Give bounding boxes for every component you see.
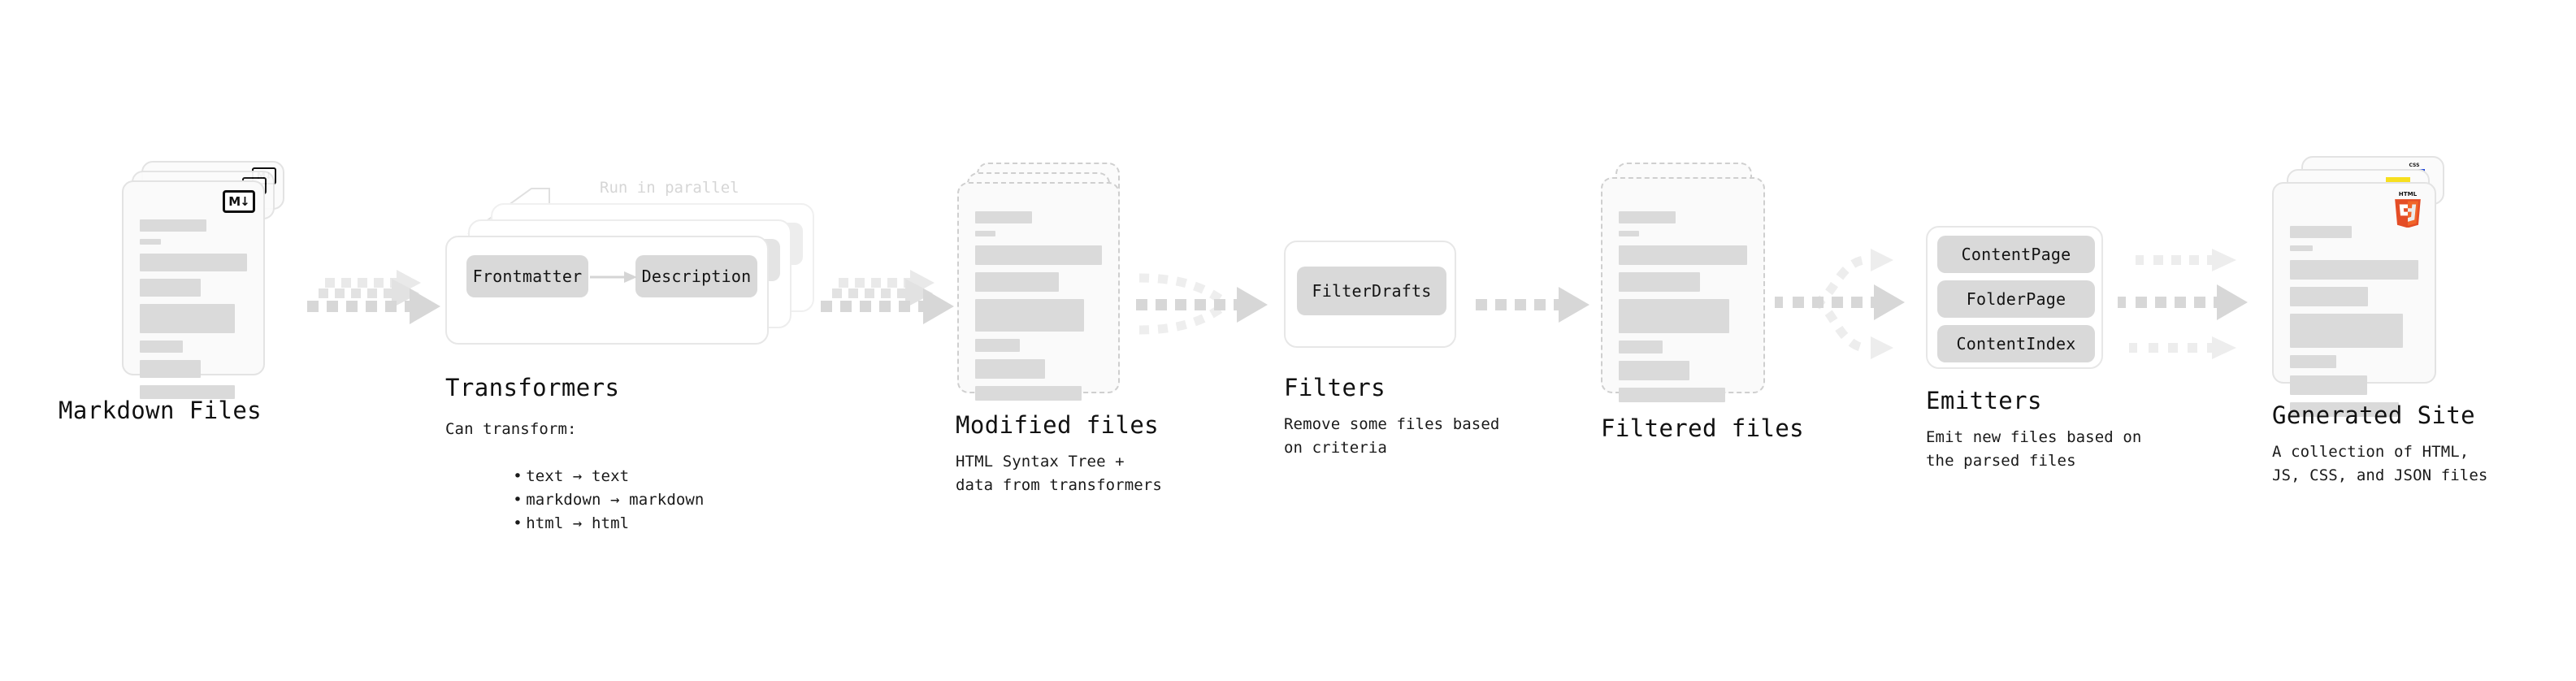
emitter-chip-contentindex[interactable]: ContentIndex: [1937, 325, 2095, 362]
flow-modified-to-filters: [1136, 273, 1268, 335]
transformer-panel-front: Frontmatter Description: [445, 236, 769, 345]
filters-description: Remove some files based on criteria: [1284, 415, 1500, 457]
stage-markdown-files: M↓ M↓ M↓ Markdown Files: [59, 161, 297, 424]
transformers-bullet-2: •html → html: [513, 514, 630, 532]
stage-label-modified-files: Modified files: [956, 411, 1160, 439]
modified-card-front: [957, 182, 1120, 401]
svg-text:HTML: HTML: [2399, 190, 2418, 197]
flow-markdown-to-transformers: [307, 270, 440, 324]
markdown-card-stack: M↓ M↓ M↓: [122, 161, 297, 399]
transformers-description-heading: Can transform:: [445, 420, 577, 438]
flow-emitters-to-site: [2118, 249, 2248, 359]
card-content-placeholder: [1619, 211, 1747, 410]
emitter-chip-contentpage[interactable]: ContentPage: [1937, 236, 2095, 273]
markdown-card-front: M↓: [122, 180, 265, 399]
stage-emitters: ContentPage FolderPage ContentIndex Emit…: [1926, 226, 2141, 470]
filters-box: FilterDrafts: [1284, 241, 1456, 348]
card-content-placeholder: [140, 219, 247, 406]
filtered-card-stack: [1601, 163, 1776, 402]
transformers-bullet-1: •markdown → markdown: [513, 490, 705, 509]
filter-chip-filterdrafts[interactable]: FilterDrafts: [1297, 267, 1446, 315]
emitters-box: ContentPage FolderPage ContentIndex: [1926, 226, 2103, 369]
transformer-chip-frontmatter[interactable]: Frontmatter: [466, 255, 588, 297]
stage-label-filtered-files: Filtered files: [1601, 414, 1805, 442]
generated-site-description: A collection of HTML, JS, CSS, and JSON …: [2272, 443, 2488, 484]
stage-generated-site: CSS HTML: [2272, 156, 2487, 484]
modified-files-description: HTML Syntax Tree + data from transformer…: [956, 453, 1162, 494]
emitters-description: Emit new files based on the parsed files: [1926, 428, 2142, 470]
annotation-run-in-parallel: Run in parallel: [600, 179, 739, 197]
html5-icon: HTML: [2392, 190, 2423, 228]
stage-label-emitters: Emitters: [1926, 387, 2042, 414]
modified-card-stack: [957, 163, 1132, 401]
stage-modified-files: Modified files HTML Syntax Tree + data f…: [956, 163, 1162, 494]
markdown-icon: M↓: [223, 190, 255, 213]
stage-label-filters: Filters: [1284, 374, 1386, 401]
flow-filters-to-filtered: [1476, 287, 1589, 323]
card-content-placeholder: [2290, 226, 2418, 424]
filtered-card-front: [1601, 177, 1765, 402]
emitter-chip-folderpage[interactable]: FolderPage: [1937, 280, 2095, 318]
stage-label-markdown-files: Markdown Files: [59, 397, 262, 424]
stage-filtered-files: Filtered files: [1601, 163, 1804, 442]
stage-label-transformers: Transformers: [445, 374, 620, 401]
stage-label-generated-site: Generated Site: [2272, 401, 2476, 429]
flow-transformers-to-modified: [821, 270, 954, 324]
flow-filtered-to-emitters: [1775, 249, 1905, 359]
transformer-inner-arrow: [590, 271, 637, 283]
card-content-placeholder: [975, 211, 1102, 408]
stage-filters: FilterDrafts Filters Remove some files b…: [1284, 241, 1499, 457]
transformers-bullet-0: •text → text: [513, 466, 630, 485]
transformer-chip-description[interactable]: Description: [635, 255, 757, 297]
generated-card-front: HTML: [2272, 182, 2436, 417]
generated-site-card-stack: CSS HTML: [2272, 156, 2459, 417]
